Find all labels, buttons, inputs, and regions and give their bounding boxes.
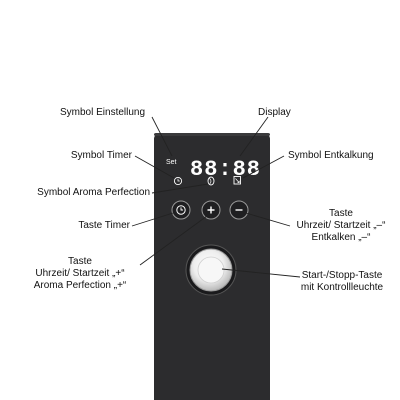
- leader-display: [239, 116, 269, 157]
- start-stop-button[interactable]: [185, 244, 237, 296]
- leader-taste-minus: [245, 212, 291, 227]
- label-taste-plus-line2: Uhrzeit/ Startzeit „+“: [35, 268, 125, 279]
- leader-aroma: [151, 183, 209, 194]
- aroma-bean-icon: [207, 176, 215, 186]
- label-taste-plus-line3: Aroma Perfection „+“: [33, 280, 127, 291]
- label-taste-minus-line1: Taste: [329, 208, 353, 219]
- leader-taste-timer: [131, 212, 174, 227]
- leader-lines: [131, 116, 301, 278]
- label-symbol-entkalkung: Symbol Entkalkung: [288, 150, 374, 161]
- label-start-stop-line2: mit Kontrollleuchte: [300, 282, 384, 293]
- plus-button[interactable]: [201, 200, 221, 220]
- leader-taste-plus: [139, 215, 208, 266]
- timer-symbol-icon: [173, 176, 183, 186]
- minus-button[interactable]: [229, 200, 249, 220]
- timer-button[interactable]: [171, 200, 191, 220]
- set-indicator: Set: [166, 159, 177, 166]
- label-taste-plus-line1: Taste: [68, 256, 92, 267]
- label-taste-minus-line2: Uhrzeit/ Startzeit „–“: [296, 220, 386, 231]
- label-symbol-timer: Symbol Timer: [70, 150, 132, 161]
- display-digits: 88:88: [190, 157, 261, 182]
- leader-einstellung: [151, 116, 173, 157]
- label-symbol-aroma-perfection: Symbol Aroma Perfection: [37, 187, 150, 198]
- panel-top-edge: [154, 133, 270, 136]
- label-start-stop-line1: Start-/Stopp-Taste: [301, 270, 383, 281]
- leader-timer: [134, 155, 175, 179]
- label-taste-minus: Taste Uhrzeit/ Startzeit „–“ Entkalken „…: [282, 208, 400, 244]
- label-taste-minus-line3: Entkalken „–“: [311, 232, 371, 243]
- leader-entkalkung: [242, 155, 285, 179]
- label-display: Display: [258, 107, 291, 118]
- label-taste-plus: Taste Uhrzeit/ Startzeit „+“ Aroma Perfe…: [22, 256, 138, 292]
- descale-symbol-icon: [233, 176, 241, 185]
- label-symbol-einstellung: Symbol Einstellung: [60, 107, 146, 118]
- label-start-stop: Start-/Stopp-Taste mit Kontrollleuchte: [284, 270, 400, 294]
- label-taste-timer: Taste Timer: [78, 220, 130, 231]
- leader-start-stop: [221, 268, 301, 278]
